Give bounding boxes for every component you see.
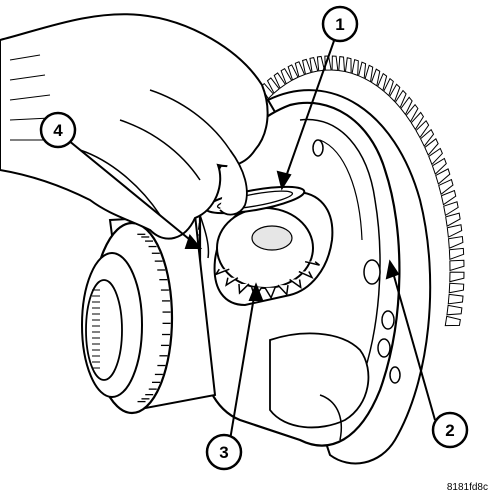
side-gear xyxy=(213,207,320,300)
callout-3: 3 xyxy=(205,433,243,471)
leader-line-4 xyxy=(67,139,201,249)
callout-4: 4 xyxy=(39,111,77,149)
leader-lines xyxy=(67,37,436,441)
leader-line-1 xyxy=(281,37,336,189)
callout-2: 2 xyxy=(431,411,469,449)
arrowhead-2 xyxy=(385,259,400,280)
side-bearing xyxy=(81,213,217,415)
callout-label-3: 3 xyxy=(219,443,228,462)
axle-splines xyxy=(92,289,100,369)
arrowhead-3 xyxy=(248,282,264,301)
arrowhead-1 xyxy=(276,170,292,191)
figure-code: 8181fd8c xyxy=(447,482,488,493)
callout-1: 1 xyxy=(321,5,359,43)
callout-label-2: 2 xyxy=(445,421,454,440)
arrowhead-4 xyxy=(184,233,203,249)
technician-hand xyxy=(0,13,269,259)
leader-line-3 xyxy=(229,284,257,441)
callout-label-1: 1 xyxy=(335,15,344,34)
callout-label-4: 4 xyxy=(53,121,63,140)
leader-line-2 xyxy=(389,261,436,421)
bearing-rollers xyxy=(137,233,171,403)
